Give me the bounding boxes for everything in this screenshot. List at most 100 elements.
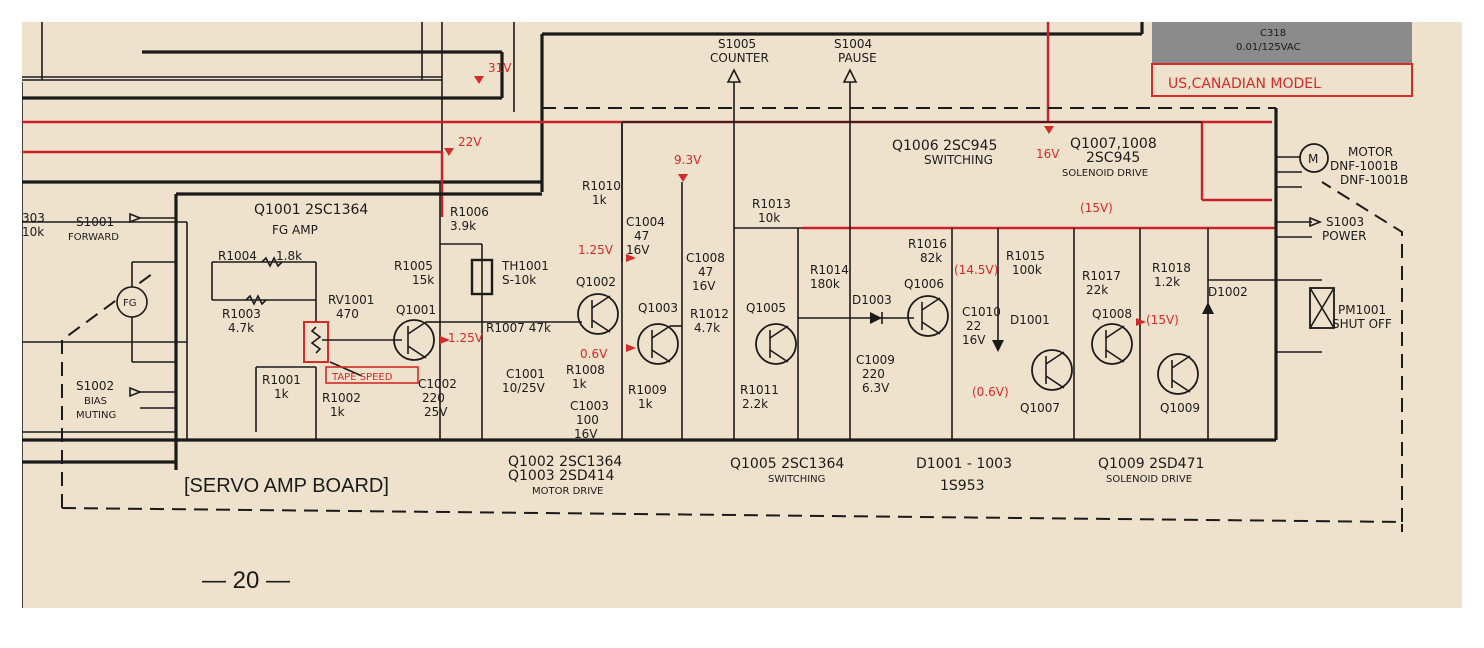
d1001-label: D1001 (1010, 313, 1050, 327)
c318-name: C318 (1260, 28, 1286, 39)
q1008-label: Q1008 (1092, 307, 1132, 321)
schematic-drawing: FG 303 10k S1001 FORWARD S1002 BIAS MUTI… (22, 22, 1413, 608)
q1005-function: SWITCHING (768, 474, 825, 485)
s1004-switch-icon (842, 68, 858, 83)
r1006-label: R1006 (450, 205, 489, 219)
right-connectors: M MOTOR DNF-1001B DNF-1001B S1003 POWER … (1299, 143, 1408, 331)
r1001-value: 1k (274, 387, 289, 401)
s1001-function: FORWARD (68, 232, 119, 243)
q1008-transistor-icon: Q1008 (1091, 307, 1133, 365)
c1003-voltage: 16V (574, 427, 598, 441)
tape-speed-highlight-box (303, 321, 329, 363)
c1004-label: C1004 (626, 215, 665, 229)
th1001-thermistor-icon (470, 258, 494, 296)
r1015-label: R1015 (1006, 249, 1045, 263)
q1005-transistor-icon: Q1005 (746, 301, 797, 365)
c1002-value: 220 (422, 391, 445, 405)
d1003-diode-icon (870, 312, 882, 324)
c1010-voltage: 16V (962, 333, 986, 347)
r1003-label: R1003 (222, 307, 261, 321)
board-frame (22, 108, 1322, 470)
d1003-label: D1003 (852, 293, 892, 307)
r1002-value: 1k (330, 405, 345, 419)
q1003-transistor-icon: Q1003 (637, 301, 679, 365)
d1001-diode-icon (992, 340, 1004, 352)
s1001-switch-icon (129, 212, 143, 224)
c1003-label: C1003 (570, 399, 609, 413)
r1008-label: R1008 (566, 363, 605, 377)
s1002-label: S1002 (76, 379, 114, 393)
voltage-1-25v-q1001: 1.25V (448, 331, 484, 345)
s1002-function-2: MUTING (76, 410, 116, 421)
q1005-wiring (734, 227, 914, 440)
q1009-transistor-icon: Q1009 (1157, 353, 1200, 415)
c1002-label: C1002 (418, 377, 457, 391)
fg-generator-icon (116, 286, 148, 318)
r1009-value: 1k (638, 397, 653, 411)
voltage-15v-rail: (15V) (1080, 201, 1113, 215)
r1012-label: R1012 (690, 307, 729, 321)
tape-speed-label: TAPE SPEED (331, 372, 393, 383)
r1010-label: R1010 (582, 179, 621, 193)
q1001-function: FG AMP (272, 223, 318, 237)
s1002-switch-icon (129, 386, 143, 398)
r1013-label: R1013 (752, 197, 791, 211)
r1003-value: 4.7k (228, 321, 254, 335)
q1006-label: Q1006 (904, 277, 944, 291)
q1006-transistor-icon: Q1006 (904, 277, 949, 337)
rv1001-label: RV1001 (328, 293, 374, 307)
q1001-label: Q1001 (396, 303, 436, 317)
pm1001-label: PM1001 (1338, 303, 1386, 317)
r1017-label: R1017 (1082, 269, 1121, 283)
c1001-label: C1001 (506, 367, 545, 381)
pm1001-function: SHUT OFF (1332, 317, 1392, 331)
q1009-label: Q1009 (1160, 401, 1200, 415)
s1001-label: S1001 (76, 215, 114, 229)
c1009-voltage: 6.3V (862, 381, 890, 395)
r1018-value: 1.2k (1154, 275, 1180, 289)
fg-label: FG (123, 298, 137, 309)
left-ref-2: 10k (22, 225, 44, 239)
c1009-value: 220 (862, 367, 885, 381)
d1002-label: D1002 (1208, 285, 1248, 299)
bias-column: R1006 3.9k R1005 15k TH1001 S-10k R1007 … (394, 182, 609, 441)
c1003-value: 100 (576, 413, 599, 427)
counter-pause-switches: S1005 COUNTER S1004 PAUSE C1008 47 16V R… (686, 37, 895, 440)
q1009-function: SOLENOID DRIVE (1106, 474, 1192, 485)
c1008-voltage: 16V (692, 279, 716, 293)
r1017-value: 22k (1086, 283, 1108, 297)
voltage-0-6v: 0.6V (580, 347, 608, 361)
captions: Q1006 2SC945 SWITCHING Q1007,1008 2SC945… (184, 136, 1204, 594)
q1009-caption: Q1009 2SD471 (1098, 456, 1204, 472)
region-model-box: C318 0.01/125VAC US,CANADIAN MODEL (1151, 22, 1413, 97)
c1008-label: C1008 (686, 251, 725, 265)
r1009-label: R1009 (628, 383, 667, 397)
r1011-value: 2.2k (742, 397, 768, 411)
r1011-label: R1011 (740, 383, 779, 397)
r1018-label: R1018 (1152, 261, 1191, 275)
q1006-function: SWITCHING (924, 153, 993, 167)
motor-part: DNF-1001B (1330, 159, 1398, 173)
q1007-function: SOLENOID DRIVE (1062, 168, 1148, 179)
voltage-22v: 22V (458, 135, 482, 149)
s1002-function-1: BIAS (84, 396, 107, 407)
r1013-value: 10k (758, 211, 780, 225)
s1003-switch-icon (1309, 216, 1323, 228)
s1005-function: COUNTER (710, 51, 769, 65)
q1001-transistor-icon: Q1001 (393, 303, 436, 361)
c1010-label: C1010 (962, 305, 1001, 319)
q1002-transistor-icon: Q1002 (576, 275, 619, 335)
motor-drive-wiring: R1010 1k C1004 47 16V R1009 1k (582, 122, 683, 440)
s1003-function: POWER (1322, 229, 1366, 243)
r1016-label: R1016 (908, 237, 947, 251)
q1001-caption: Q1001 2SC1364 (254, 202, 368, 218)
q1002-caption: Q1002 2SC1364 (508, 454, 622, 470)
r1010-value: 1k (592, 193, 607, 207)
schematic-sheet: FG 303 10k S1001 FORWARD S1002 BIAS MUTI… (22, 22, 1462, 608)
r1006-value: 3.9k (450, 219, 476, 233)
r1005-value: 15k (412, 273, 434, 287)
q1005-caption: Q1005 2SC1364 (730, 456, 844, 472)
th1001-value: S-10k (502, 273, 536, 287)
page-number: — 20 — (202, 567, 290, 594)
q1002-label: Q1002 (576, 275, 616, 289)
